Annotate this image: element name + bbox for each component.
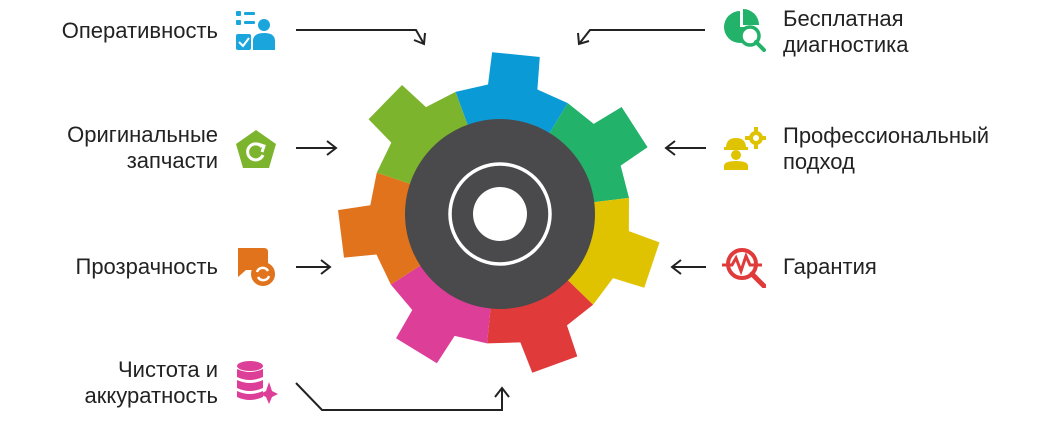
database-sparkle-icon xyxy=(237,361,278,404)
label-originalnye: Оригинальные запчасти xyxy=(67,122,218,174)
gear-center-hole xyxy=(473,187,527,241)
label-line-1: Чистота и xyxy=(118,357,218,382)
label-diagnostika: Бесплатная диагностика xyxy=(783,6,908,58)
engineer-gear-icon xyxy=(724,127,766,170)
label-garantiya: Гарантия xyxy=(783,254,877,280)
gear-segment xyxy=(546,103,648,203)
label-professionalnyi: Профессиональный подход xyxy=(783,123,989,175)
chart-search-icon xyxy=(724,9,766,52)
chat-refresh-icon xyxy=(238,248,275,286)
arrow-operativnost xyxy=(296,29,426,46)
gear-segment xyxy=(455,52,568,138)
label-line-2: подход xyxy=(783,149,855,174)
pulse-search-icon xyxy=(722,248,766,288)
label-operativnost: Оперативность xyxy=(62,18,218,44)
gear-segments xyxy=(338,52,660,373)
worker-checklist-icon xyxy=(236,11,275,50)
label-line-2: диагностика xyxy=(783,32,909,57)
label-prozrachnost: Прозрачность xyxy=(76,254,219,280)
arrow-chistota xyxy=(295,382,510,411)
arrow-garantiya xyxy=(670,259,706,275)
label-line-1: Оперативность xyxy=(61,18,218,43)
arrow-originalnye xyxy=(296,140,338,156)
label-chistota: Чистота и аккуратность xyxy=(85,357,218,409)
label-line-2: запчасти xyxy=(126,148,218,173)
gear-segment xyxy=(338,172,425,285)
gear-segment xyxy=(564,197,660,305)
gear-segment xyxy=(487,276,594,373)
label-line-1: Оригинальные xyxy=(67,122,218,147)
gear-segment xyxy=(368,84,470,186)
arrow-prozrachnost xyxy=(296,259,332,275)
label-line-1: Прозрачность xyxy=(75,254,219,279)
label-line-1: Профессиональный xyxy=(783,123,990,148)
label-line-2: аккуратность xyxy=(84,383,218,408)
gear-segment xyxy=(390,262,492,364)
refresh-pentagon-icon xyxy=(236,130,276,168)
arrow-professionalnyi xyxy=(664,140,706,156)
arrow-diagnostika xyxy=(577,29,705,46)
label-line-1: Гарантия xyxy=(783,254,877,279)
gear-inner-ring xyxy=(448,162,552,266)
label-line-1: Бесплатная xyxy=(783,6,904,31)
